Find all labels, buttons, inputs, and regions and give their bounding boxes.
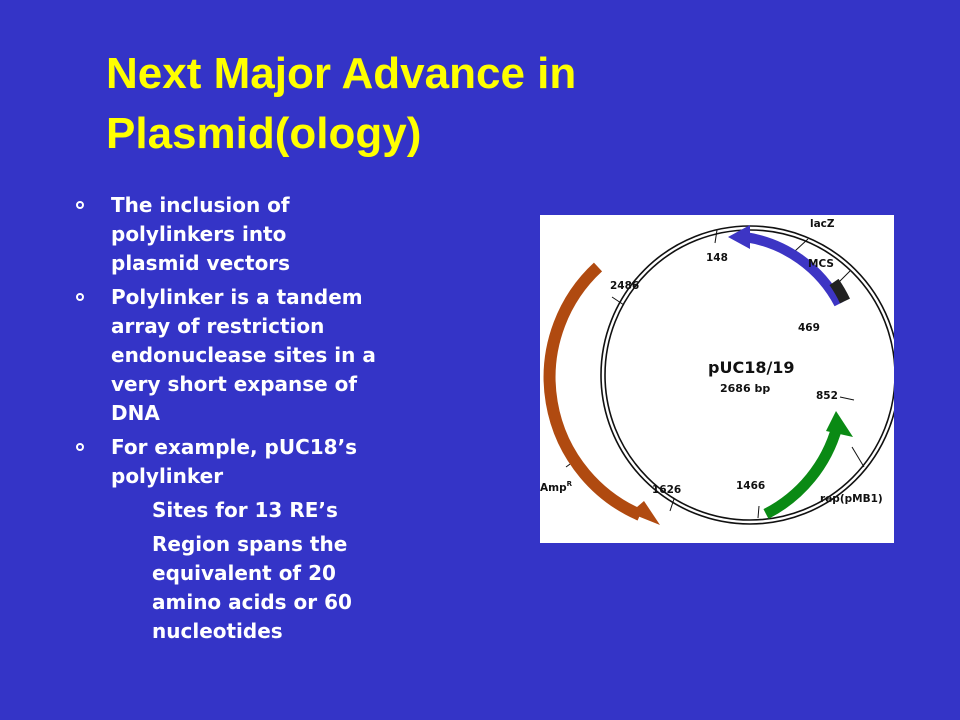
sub-bullet-text-line: nucleotides	[152, 619, 283, 643]
tick-148	[714, 229, 718, 244]
circle-bullet-icon	[76, 293, 84, 301]
position-label-852: 852	[816, 390, 838, 402]
tick-1626	[669, 498, 675, 512]
rep-arrowhead	[826, 411, 853, 437]
ampr-arrowhead	[630, 501, 660, 525]
bullet-text-line: polylinkers into	[111, 222, 287, 246]
position-label-148: 148	[706, 252, 728, 264]
bullet-text-line: DNA	[111, 401, 160, 425]
feature-label-mcs: MCS	[808, 258, 834, 270]
tick-rep	[851, 446, 865, 468]
plasmid-map-figure: pUC18/19 2686 bp 148 469 852 1466 1626 2…	[540, 215, 894, 543]
sub-bullet-text-line: Region spans the	[152, 532, 348, 556]
tick-lacz	[794, 238, 809, 252]
bullet-list: The inclusion of polylinkers into plasmi…	[72, 191, 452, 651]
ampr-feature-arc	[543, 262, 643, 521]
mcs-feature-arc	[829, 278, 850, 304]
feature-label-ampr: AmpR	[540, 480, 573, 494]
tick-1466	[757, 505, 760, 519]
position-label-2486: 2486	[610, 280, 639, 292]
slide-title: Next Major Advance in Plasmid(ology)	[106, 44, 806, 164]
feature-label-lacz: lacZ	[810, 218, 835, 230]
circle-bullet-icon	[76, 201, 84, 209]
plasmid-map-diagram: pUC18/19 2686 bp 148 469 852 1466 1626 2…	[540, 218, 894, 525]
bullet-item-polylinkers: The inclusion of polylinkers into plasmi…	[72, 191, 452, 278]
tick-2486	[611, 296, 625, 306]
plasmid-size-label: 2686 bp	[720, 382, 770, 395]
sub-bullet-item-sites: Sites for 13 RE’s	[152, 496, 452, 525]
sub-bullet-item-region: Region spans the equivalent of 20 amino …	[152, 530, 452, 646]
rep-feature-arc	[763, 425, 843, 519]
bullet-text-line: array of restriction	[111, 314, 325, 338]
bullet-text-line: Polylinker is a tandem	[111, 285, 363, 309]
plasmid-name-label: pUC18/19	[708, 358, 795, 377]
bullet-item-example: For example, pUC18’s polylinker	[72, 433, 452, 491]
title-line-2: Plasmid(ology)	[106, 109, 422, 158]
lacz-arrowhead	[728, 225, 750, 249]
bullet-text-line: very short expanse of	[111, 372, 358, 396]
ampr-label-superscript: R	[567, 480, 573, 488]
bullet-item-definition: Polylinker is a tandem array of restrict…	[72, 283, 452, 428]
title-line-1: Next Major Advance in	[106, 49, 577, 98]
ampr-label-main: Amp	[540, 482, 567, 494]
circle-bullet-icon	[76, 443, 84, 451]
position-label-469: 469	[798, 322, 820, 334]
sub-bullet-text-line: amino acids or 60	[152, 590, 352, 614]
feature-label-rep: rep(pMB1)	[820, 493, 883, 505]
tick-852	[839, 396, 855, 401]
sub-bullet-text-line: equivalent of 20	[152, 561, 336, 585]
bullet-text-line: For example, pUC18’s	[111, 435, 358, 459]
bullet-text-line: polylinker	[111, 464, 224, 488]
bullet-text-line: plasmid vectors	[111, 251, 291, 275]
bullet-text-line: endonuclease sites in a	[111, 343, 376, 367]
position-label-1466: 1466	[736, 480, 765, 492]
position-label-1626: 1626	[652, 484, 681, 496]
lacz-feature-arc	[744, 232, 844, 307]
sub-bullet-list: Sites for 13 RE’s Region spans the equiv…	[72, 496, 452, 646]
sub-bullet-text-line: Sites for 13 RE’s	[152, 498, 338, 522]
bullet-text-line: The inclusion of	[111, 193, 290, 217]
